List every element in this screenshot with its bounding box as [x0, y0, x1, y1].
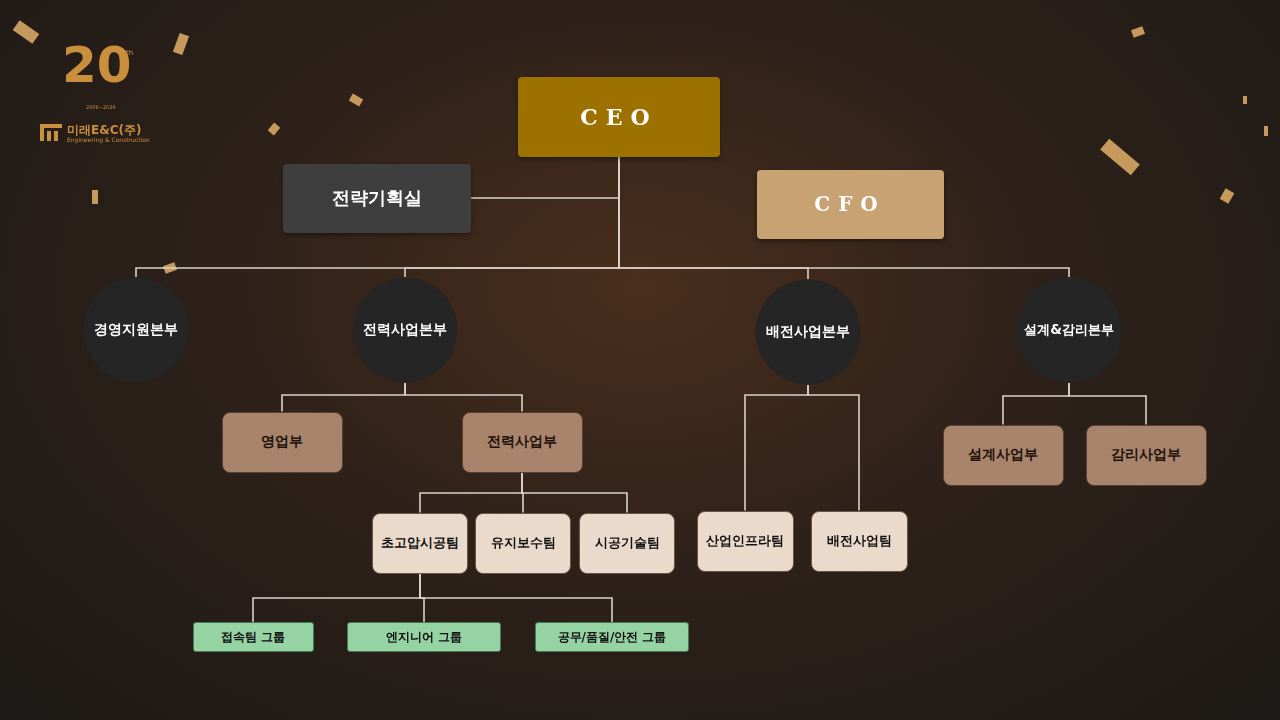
division-circle: 배전사업본부 [755, 279, 861, 385]
logo-icon [40, 124, 62, 141]
department-box: 영업부 [222, 412, 343, 473]
connector-line [808, 385, 859, 511]
connector-line [253, 574, 420, 623]
connector-line [420, 473, 522, 513]
circle-shape [84, 278, 189, 383]
confetti [1243, 96, 1247, 104]
connector-line [405, 383, 522, 412]
node-text: 설계사업부 [968, 446, 1038, 464]
team-box: 초고압시공팀 [372, 513, 468, 574]
circle-shape [1017, 278, 1122, 383]
department-box: 전력사업부 [462, 412, 583, 473]
team-box: 유지보수팀 [475, 513, 571, 574]
company-subtitle: Engineering & Construction [67, 137, 150, 143]
logo-number: 20 [62, 40, 132, 90]
division-circle: 경영지원본부 [83, 277, 189, 383]
group-box: 공무/품질/안전 그룹 [535, 622, 689, 652]
node-text: CEO [580, 104, 657, 130]
connector-line [1003, 383, 1069, 425]
confetti [173, 33, 189, 55]
circle-shape [756, 280, 861, 385]
node-text: 전력사업부 [487, 433, 557, 451]
logo-years: 2006~2026 [86, 105, 116, 110]
team-box: 시공기술팀 [579, 513, 675, 574]
node-text: CFO [814, 192, 886, 216]
node-text: 경영지원본부 [94, 321, 178, 339]
connector-line [522, 473, 627, 513]
connector-line [745, 385, 808, 511]
node-text: 전력사업본부 [363, 321, 447, 339]
connector-line [136, 157, 619, 277]
node-text: 산업인프라팀 [706, 532, 784, 550]
group-box: 접속팀 그룹 [193, 622, 314, 652]
confetti [268, 123, 281, 136]
confetti [1220, 188, 1235, 203]
connector-line [471, 157, 619, 198]
connector-line [619, 157, 1069, 277]
group-box: 엔지니어 그룹 [347, 622, 501, 652]
confetti [92, 190, 98, 204]
connector-line [282, 383, 405, 412]
division-circle: 설계&감리본부 [1016, 277, 1122, 383]
cfo-box: CFO [757, 170, 944, 239]
node-text: 영업부 [261, 433, 303, 451]
connector-line [420, 574, 612, 623]
confetti [349, 94, 363, 107]
confetti [1264, 126, 1268, 136]
team-box: 산업인프라팀 [697, 511, 794, 572]
node-text: 공무/품질/안전 그룹 [558, 629, 667, 646]
connector-line [1069, 383, 1146, 425]
node-text: 시공기술팀 [595, 534, 660, 552]
confetti [1131, 26, 1145, 38]
node-text: 배전사업본부 [766, 323, 850, 341]
confetti [13, 20, 40, 44]
node-text: 설계&감리본부 [1024, 321, 1114, 339]
circle-shape [353, 278, 458, 383]
node-text: 초고압시공팀 [381, 534, 459, 552]
node-text: 전략기획실 [332, 186, 422, 210]
node-text: 배전사업팀 [827, 532, 892, 550]
department-box: 감리사업부 [1086, 425, 1207, 486]
division-circle: 전력사업본부 [352, 277, 458, 383]
node-text: 엔지니어 그룹 [386, 629, 462, 646]
node-text: 감리사업부 [1111, 446, 1181, 464]
node-text: 유지보수팀 [491, 534, 556, 552]
ceo-box: CEO [518, 77, 720, 157]
team-box: 배전사업팀 [811, 511, 908, 572]
logo-suffix: th [126, 50, 133, 57]
strategy-box: 전략기획실 [283, 164, 471, 233]
confetti [1100, 139, 1140, 175]
company-name: 미래E&C(주) [67, 124, 141, 136]
node-text: 접속팀 그룹 [221, 629, 285, 646]
department-box: 설계사업부 [943, 425, 1064, 486]
